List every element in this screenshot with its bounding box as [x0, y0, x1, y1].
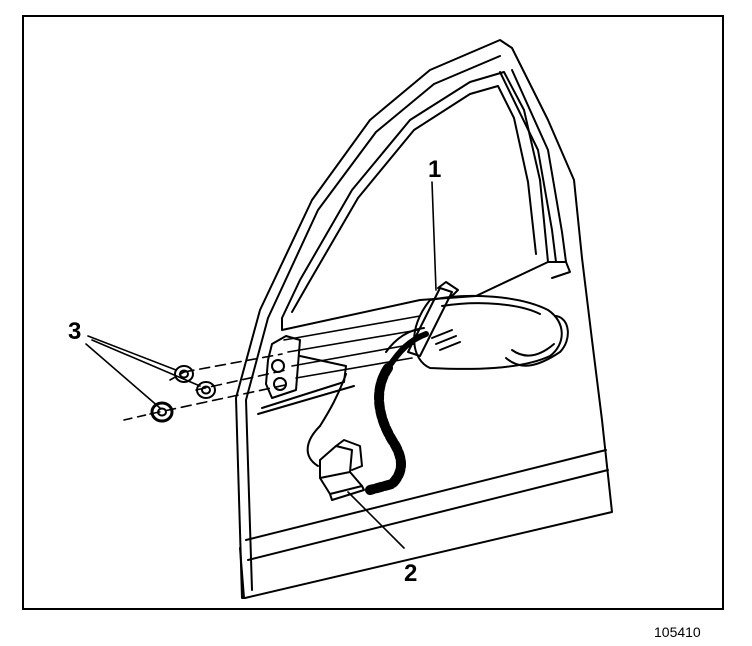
leader-lines: [85, 181, 437, 549]
callout-2: 2: [404, 560, 418, 587]
mirror-assembly: [407, 281, 569, 370]
window-frame: [281, 69, 571, 331]
mounting-nuts: [150, 365, 216, 423]
callout-1: 1: [428, 156, 442, 183]
door-panel: [235, 39, 613, 599]
callout-3: 3: [68, 318, 82, 345]
harness-connector: [319, 439, 365, 501]
mounting-studs: [123, 315, 421, 421]
figure-border: [22, 15, 724, 610]
wire-harness: [306, 327, 429, 495]
figure-number: 105410: [654, 624, 701, 640]
sail-trim: [257, 335, 355, 415]
